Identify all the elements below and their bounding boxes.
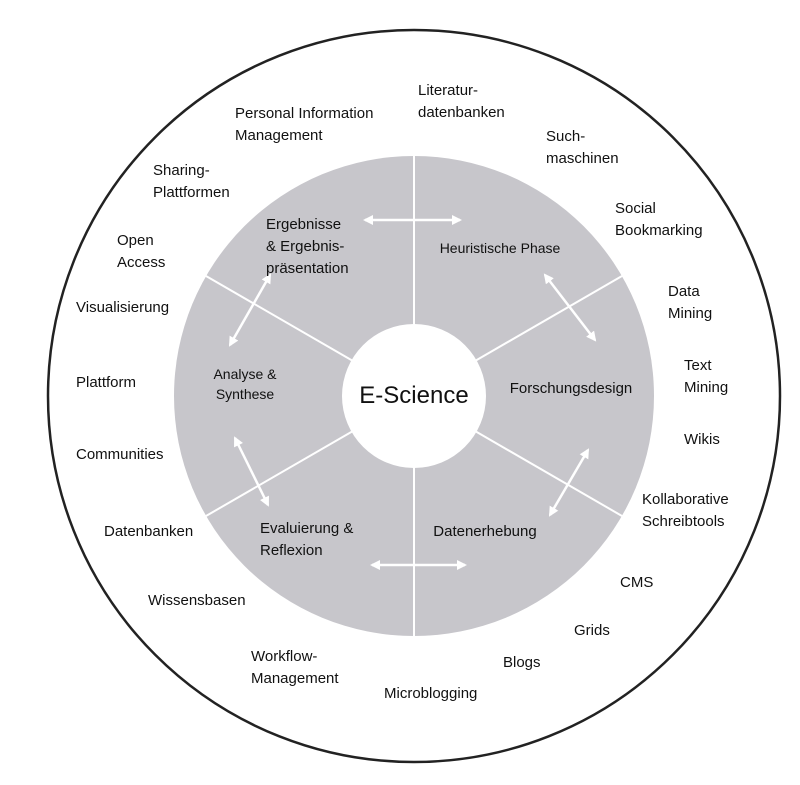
tool-data-mining: Data Mining [668,283,713,322]
phase-analysis: Analyse & Synthese [213,366,277,402]
phase-collection: Datenerhebung [433,523,537,540]
center-label: E-Science [359,382,469,409]
tool-social-bookmarking: Social Bookmarking [615,200,703,239]
arrow-analysis-results [228,273,272,347]
tool-cms: CMS [620,574,654,591]
tool-grids: Grids [574,622,610,639]
tool-visualisierung: Visualisierung [76,299,170,316]
tool-datenbanken: Datenbanken [104,523,194,540]
tool-personal-information-management: Personal Information Management [235,105,374,144]
tool-communities: Communities [76,446,164,463]
cycle-arrows [228,215,597,570]
tool-suchmaschinen: Such- maschinen [546,128,619,167]
tool-wissensbasen: Wissensbasen [148,592,246,609]
tool-open-access: Open Access [117,232,166,271]
tool-kollaborative-schreibtools: Kollaborative Schreibtools [642,491,729,530]
phase-evaluation: Evaluierung & Reflexion [260,520,354,559]
arrow-heuristic-design [543,273,597,342]
phase-results: Ergebnisse & Ergebnis- präsentation [266,216,349,277]
tool-plattform: Plattform [76,374,137,391]
tool-blogs: Blogs [503,654,541,671]
core-circle [342,324,486,468]
tool-literaturdatenbanken: Literatur- datenbanken [418,82,505,121]
tool-workflow-management: Workflow- Management [251,648,339,687]
tool-wikis: Wikis [684,431,720,448]
phase-heuristic: Heuristische Phase [439,240,561,256]
arrow-design-collection [548,448,590,517]
divider-right-lower [474,430,623,517]
tool-microblogging: Microblogging [384,685,478,702]
arrow-evaluation-analysis [233,436,270,507]
tool-sharing-plattformen: Sharing- Plattformen [153,162,230,201]
tool-text-mining: Text Mining [684,357,729,396]
divider-left-lower [205,430,354,517]
phase-design: Forschungsdesign [509,380,633,397]
